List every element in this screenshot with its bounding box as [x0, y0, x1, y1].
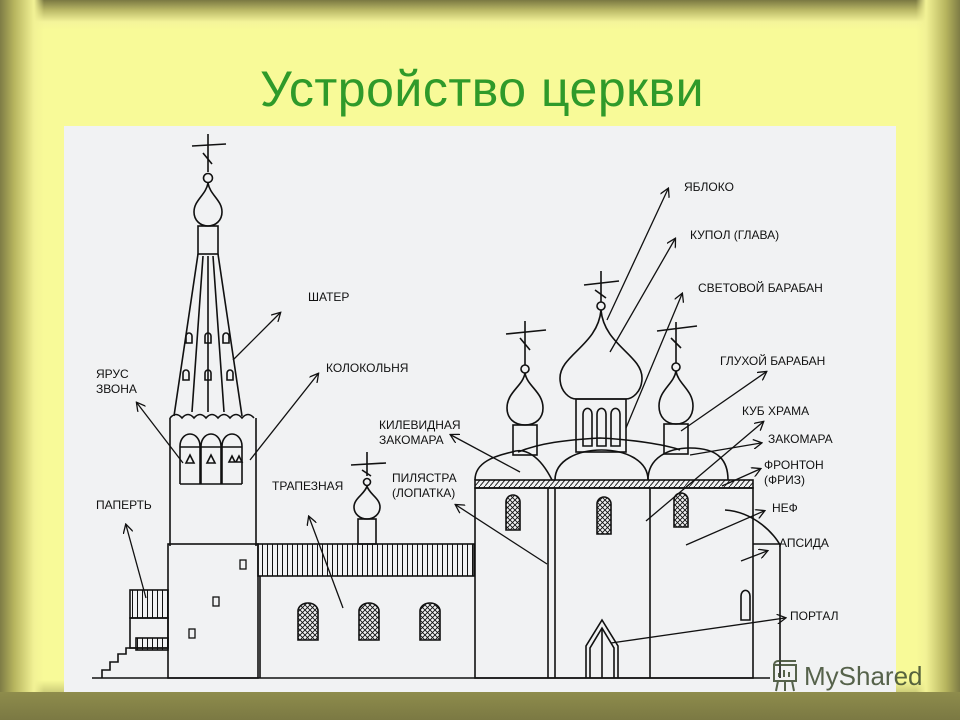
bell-tower — [167, 134, 259, 679]
label-kub-khrama: КУБ ХРАМА — [742, 404, 810, 418]
label-kilevidnaya-zakomara: КИЛЕВИДНАЯ ЗАКОМАРА — [379, 418, 461, 448]
main-church — [474, 271, 781, 679]
label-kupol: КУПОЛ (ГЛАВА) — [690, 228, 780, 242]
label-trapeznaya: ТРАПЕЗНАЯ — [272, 479, 344, 493]
label-zakomara: ЗАКОМАРА — [768, 432, 833, 446]
slide-title: Устройство церкви — [259, 61, 705, 117]
refectory — [257, 452, 475, 678]
label-svetovoy-baraban: СВЕТОВОЙ БАРАБАН — [698, 281, 823, 295]
label-fronton: ФРОНТОН (ФРИЗ) — [764, 458, 824, 488]
label-pilyastra-line2: (ЛОПАТКА) — [392, 486, 456, 500]
label-papert: ПАПЕРТЬ — [96, 498, 152, 512]
label-nef: НЕФ — [772, 501, 798, 515]
label-yarus-zvona-line1: ЯРУС — [96, 367, 129, 381]
label-kilevidnaya-line2: ЗАКОМАРА — [379, 433, 444, 447]
label-yarus-zvona-line2: ЗВОНА — [96, 382, 137, 396]
label-kilevidnaya-line1: КИЛЕВИДНАЯ — [379, 418, 461, 432]
watermark-text: MyShared — [804, 660, 923, 691]
diagram-panel — [64, 126, 896, 692]
bottom-band — [0, 692, 960, 720]
label-pilyastra: ПИЛЯСТРА (ЛОПАТКА) — [392, 471, 457, 501]
label-yabloko: ЯБЛОКО — [684, 180, 734, 194]
porch — [101, 589, 169, 678]
watermark: MyShared — [770, 658, 923, 694]
label-pilyastra-line1: ПИЛЯСТРА — [392, 471, 457, 485]
label-portal: ПОРТАЛ — [790, 609, 839, 623]
label-apsida: АПСИДА — [779, 536, 829, 550]
label-shater: ШАТЕР — [308, 290, 350, 304]
label-kolokolnya: КОЛОКОЛЬНЯ — [326, 361, 409, 375]
label-fronton-line2: (ФРИЗ) — [764, 473, 805, 487]
label-fronton-line1: ФРОНТОН — [764, 458, 824, 472]
presentation-board-icon — [773, 660, 797, 692]
label-glukhoy-baraban: ГЛУХОЙ БАРАБАН — [720, 354, 826, 368]
label-yarus-zvona: ЯРУС ЗВОНА — [96, 367, 137, 397]
